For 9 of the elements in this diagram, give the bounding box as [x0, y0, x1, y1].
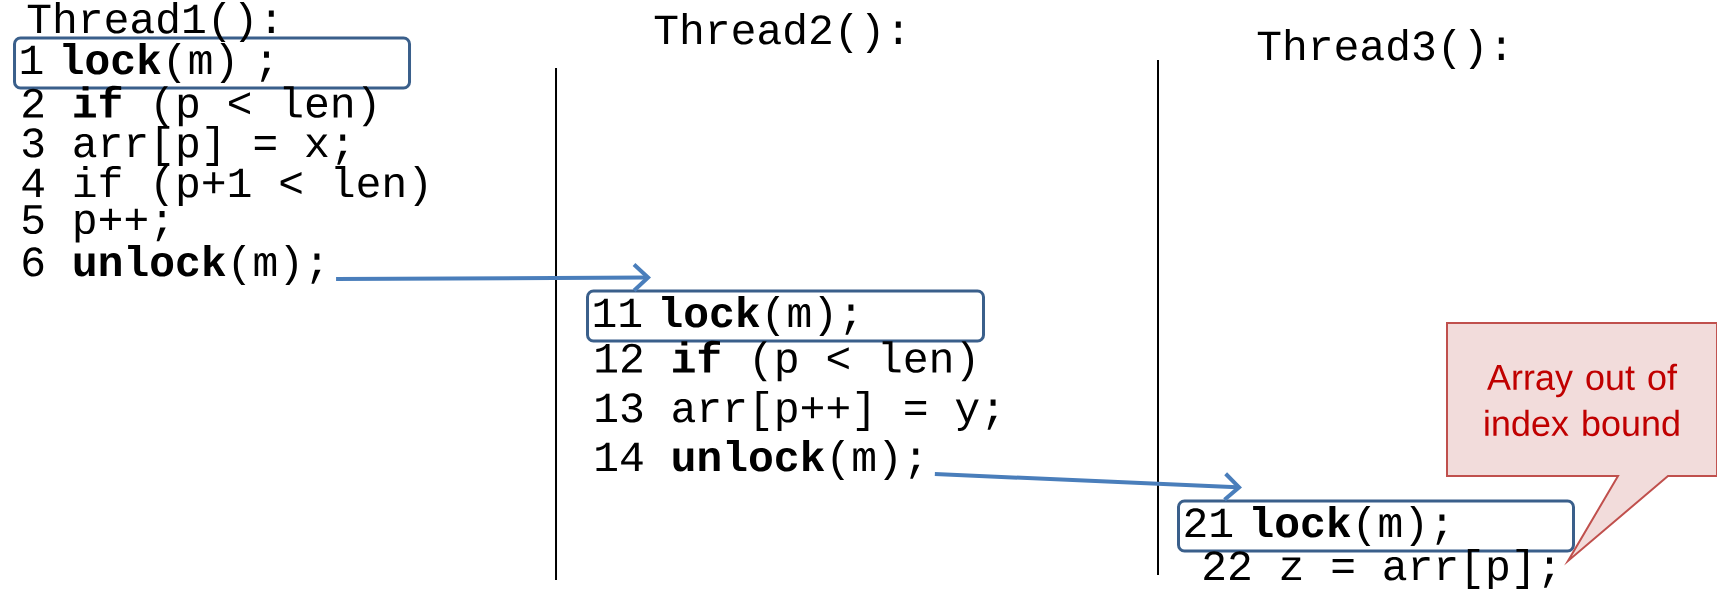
code-line: 5 p++;: [22, 205, 166, 243]
arrow: [336, 263, 651, 293]
function-header: Thread3():: [1257, 28, 1504, 70]
code-line: 14 unlock(m);: [596, 439, 920, 481]
function-header: Thread2():: [654, 12, 901, 54]
code-line: 13 arr[p++] = y;: [596, 390, 997, 432]
arrow: [934, 472, 1242, 502]
code-line: 6 unlock(m);: [23, 244, 321, 286]
code-line: 12 if (p < len): [596, 340, 973, 382]
